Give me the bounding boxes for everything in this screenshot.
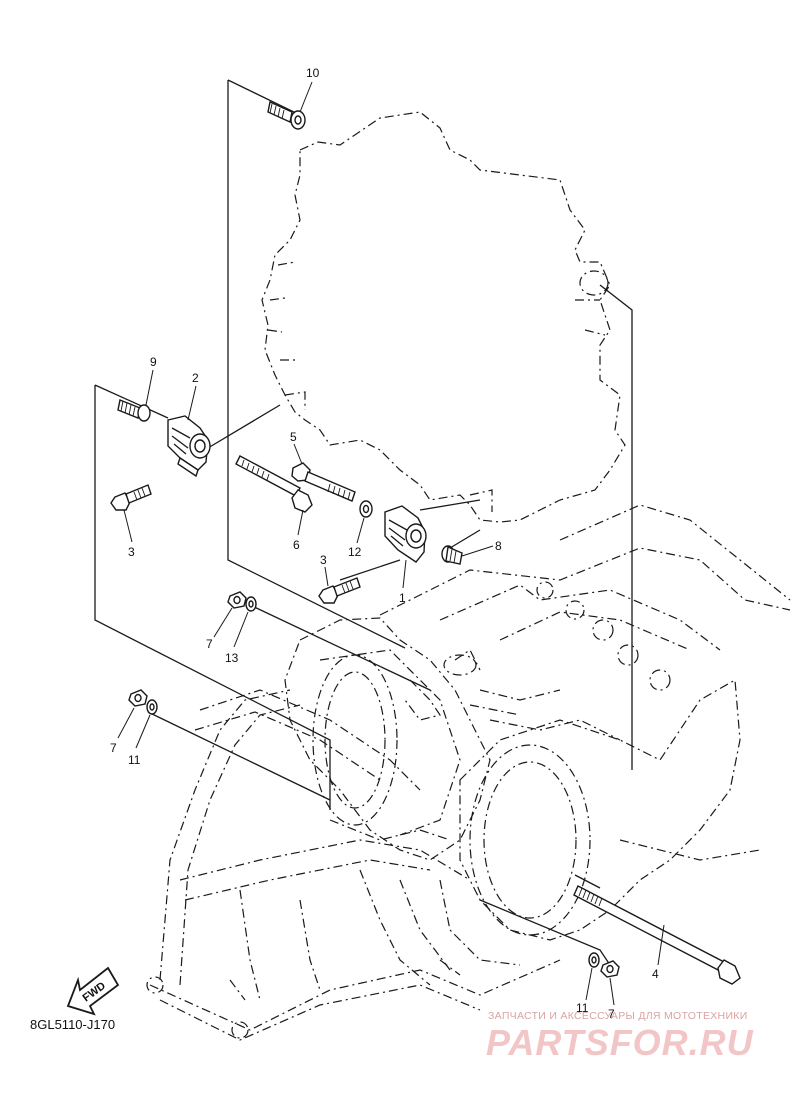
callout-8: 8 bbox=[495, 539, 502, 553]
callout-12: 12 bbox=[348, 545, 362, 559]
fwd-arrow-icon: FWD bbox=[66, 966, 120, 1016]
watermark-brand: PARTSFOR.RU bbox=[486, 1022, 754, 1063]
stud-part-8 bbox=[441, 545, 463, 565]
bolt-part-5 bbox=[291, 462, 356, 502]
callout-2: 2 bbox=[192, 371, 199, 385]
callout-7-left: 7 bbox=[110, 741, 117, 755]
callout-13: 13 bbox=[225, 651, 239, 665]
callout-7-upper: 7 bbox=[206, 637, 213, 651]
callout-5: 5 bbox=[290, 430, 297, 444]
engine-mount-bracket-part-1 bbox=[384, 505, 427, 563]
callout-3-left: 3 bbox=[128, 545, 135, 559]
callout-labels: 10 9 2 5 3 6 12 8 3 1 7 13 7 11 4 11 7 bbox=[110, 66, 659, 1021]
callout-3-right: 3 bbox=[320, 553, 327, 567]
through-bolt-part-4 bbox=[573, 885, 741, 985]
frame-outline bbox=[146, 504, 791, 1041]
nut-washer-parts-7-13-upper bbox=[227, 591, 257, 612]
watermark-tagline: ЗАПЧАСТИ И АКСЕССУАРЫ ДЛЯ МОТОТЕХНИКИ bbox=[488, 1010, 748, 1022]
flange-bolt-part-3-left bbox=[110, 484, 152, 511]
bolt-part-9 bbox=[117, 399, 151, 422]
leader-lines bbox=[117, 81, 665, 1006]
fwd-label: FWD bbox=[81, 980, 108, 1004]
callout-11-bottom: 11 bbox=[576, 1001, 589, 1015]
bolt-part-10 bbox=[267, 100, 306, 130]
callout-4: 4 bbox=[652, 967, 659, 981]
flange-bolt-part-3-right bbox=[318, 577, 361, 604]
callout-9: 9 bbox=[150, 355, 157, 369]
nut-washer-parts-11-7-bottom bbox=[588, 952, 620, 978]
engine-mount-bracket-part-2 bbox=[167, 415, 211, 478]
washer-part-12 bbox=[359, 500, 373, 518]
long-bolt-part-6 bbox=[235, 455, 313, 513]
engine-outline bbox=[261, 111, 626, 523]
diagram-code: 8GL5110-J170 bbox=[30, 1017, 116, 1032]
callout-11-left: 11 bbox=[128, 753, 141, 767]
callout-1: 1 bbox=[399, 591, 406, 605]
nut-washer-parts-7-11-left bbox=[128, 689, 158, 715]
callout-6: 6 bbox=[293, 538, 300, 552]
assembly-lines bbox=[94, 79, 633, 966]
callout-10: 10 bbox=[306, 66, 320, 80]
callout-7-bottom: 7 bbox=[608, 1007, 615, 1021]
